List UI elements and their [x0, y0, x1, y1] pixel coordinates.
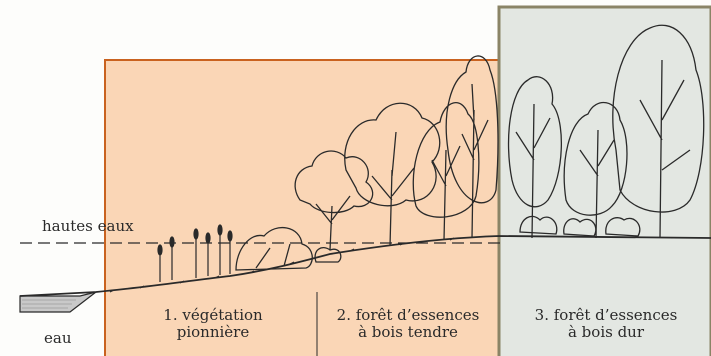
zone-3-label: 3. forêt d’essences à bois dur	[506, 307, 706, 342]
zone-1-label-line2: pionnière	[118, 324, 308, 341]
zone-2-label-line1: 2. forêt d’essences	[318, 307, 498, 324]
high-water-label: hautes eaux	[42, 218, 134, 235]
water-label: eau	[44, 330, 71, 347]
zone-2-label-line2: à bois tendre	[318, 324, 498, 341]
zone-2-label: 2. forêt d’essences à bois tendre	[318, 307, 498, 342]
zone-3-label-line2: à bois dur	[506, 324, 706, 341]
zone-1-label: 1. végétation pionnière	[118, 307, 308, 342]
zone-3-label-line1: 3. forêt d’essences	[506, 307, 706, 324]
zone-3-background	[499, 7, 711, 356]
zone-1-label-line1: 1. végétation	[118, 307, 308, 324]
